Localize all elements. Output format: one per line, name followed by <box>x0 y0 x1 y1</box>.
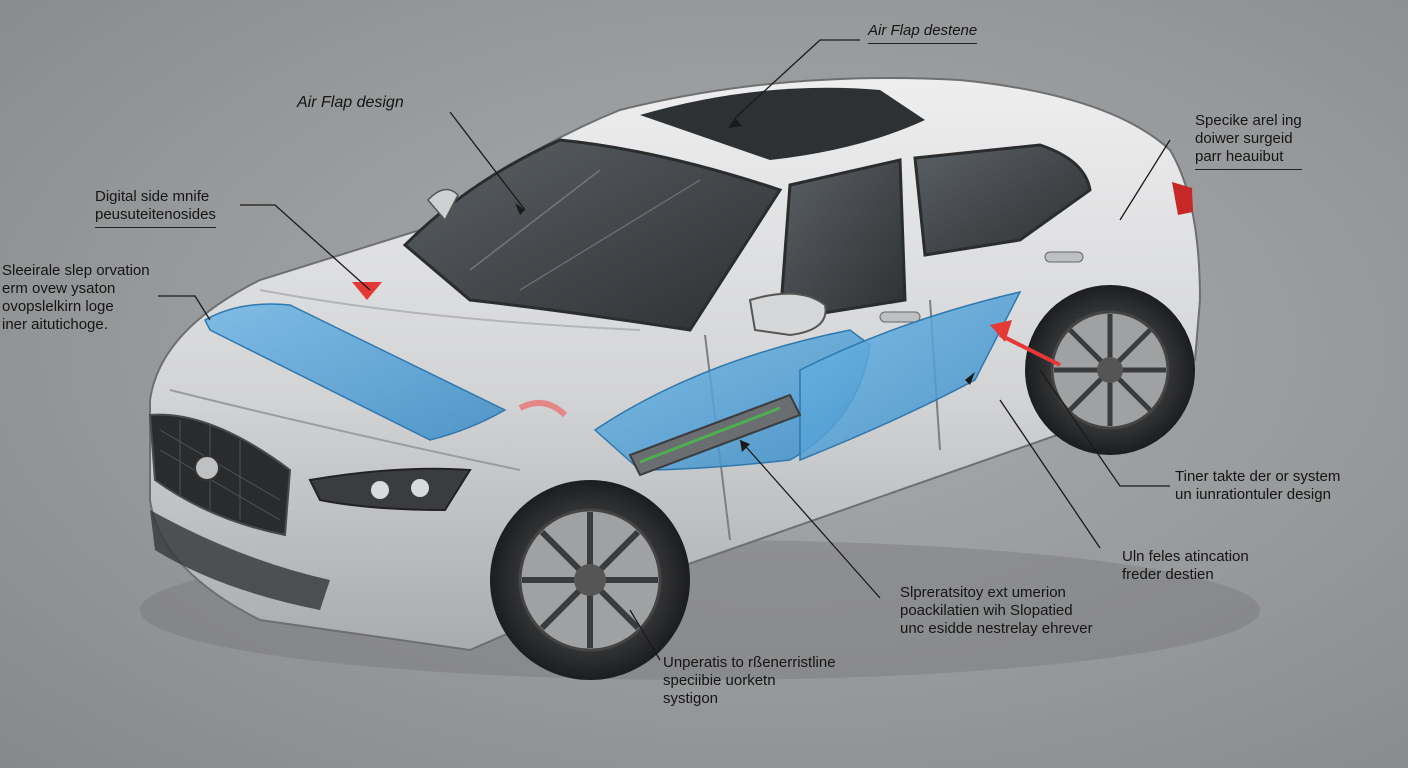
black-arrow-icon <box>965 372 975 385</box>
label-air-flap-design: Air Flap design <box>297 94 404 112</box>
label-intake-system: Tiner takte der or system un iunrationtu… <box>1175 468 1340 504</box>
side-skirt-panel <box>799 290 1022 462</box>
label-line: unc esidde nestrelay ehrever <box>900 620 1093 637</box>
brand-logo-icon <box>194 455 220 481</box>
label-underbody-system: Unperatis to rßenerristline speciibie uo… <box>663 654 836 708</box>
rear-wheel <box>1025 285 1195 455</box>
door-handle-front <box>879 311 921 323</box>
headlight <box>308 467 472 512</box>
label-fender-design: Uln feles atincation freder destien <box>1122 548 1249 584</box>
label-line: parr heauibut <box>1195 148 1284 165</box>
label-digital-side: Digital side mnife peusuteitenosides <box>95 188 216 228</box>
green-flow-arrow-icon <box>639 406 781 464</box>
front-wheel <box>490 480 690 680</box>
label-line: doiwer surgeid <box>1195 130 1293 147</box>
label-line: Sleeirale slep orvation <box>2 262 150 279</box>
label-air-flap-top: Air Flap destene <box>868 22 978 44</box>
tail-light <box>1172 182 1193 215</box>
front-side-window <box>778 158 907 322</box>
black-arrow-icon <box>728 118 742 128</box>
label-line: ovopslelkirn loge <box>2 298 114 315</box>
label-line: freder destien <box>1122 566 1214 583</box>
label-line: Specike arel ing <box>1195 112 1302 129</box>
label-side-rail: Sleeirale slep orvation erm ovew ysaton … <box>2 262 150 334</box>
label-line: poackilatien wih Slopatied <box>900 602 1073 619</box>
label-line: Air Flap destene <box>868 22 978 39</box>
label-line: Tiner takte der or system <box>1175 468 1341 485</box>
label-line: erm ovew ysaton <box>2 280 116 297</box>
sunroof <box>640 87 925 160</box>
label-line: peusuteitenosides <box>95 206 216 223</box>
label-line: Air Flap design <box>297 94 404 111</box>
label-specific-rear: Specike arel ing doiwer surgeid parr hea… <box>1195 112 1302 170</box>
windshield <box>402 138 783 332</box>
label-line: systigon <box>663 690 719 707</box>
label-line: speciibie uorketn <box>663 672 776 689</box>
black-arrow-icon <box>740 440 750 452</box>
label-line: Digital side mnife <box>95 188 210 205</box>
red-arrow-icon <box>352 282 382 300</box>
label-line: Uln feles atincation <box>1122 548 1249 565</box>
front-grille <box>148 413 292 537</box>
label-separator-duct: Slpreratsitoy ext umerion poackilatien w… <box>900 584 1093 638</box>
label-line: iner aitutichoge. <box>2 316 108 333</box>
door-handle-rear <box>1044 251 1084 263</box>
hood-air-flap-panel <box>204 303 507 441</box>
black-arrow-icon <box>515 203 525 215</box>
label-line: Unperatis to rßenerristline <box>663 654 836 671</box>
red-arrow-icon <box>990 320 1012 342</box>
label-line: Slpreratsitoy ext umerion <box>900 584 1066 601</box>
label-line: un iunrationtuler design <box>1175 486 1331 503</box>
rear-side-window <box>913 143 1092 257</box>
internal-duct <box>628 393 802 477</box>
side-mirror <box>748 292 827 337</box>
